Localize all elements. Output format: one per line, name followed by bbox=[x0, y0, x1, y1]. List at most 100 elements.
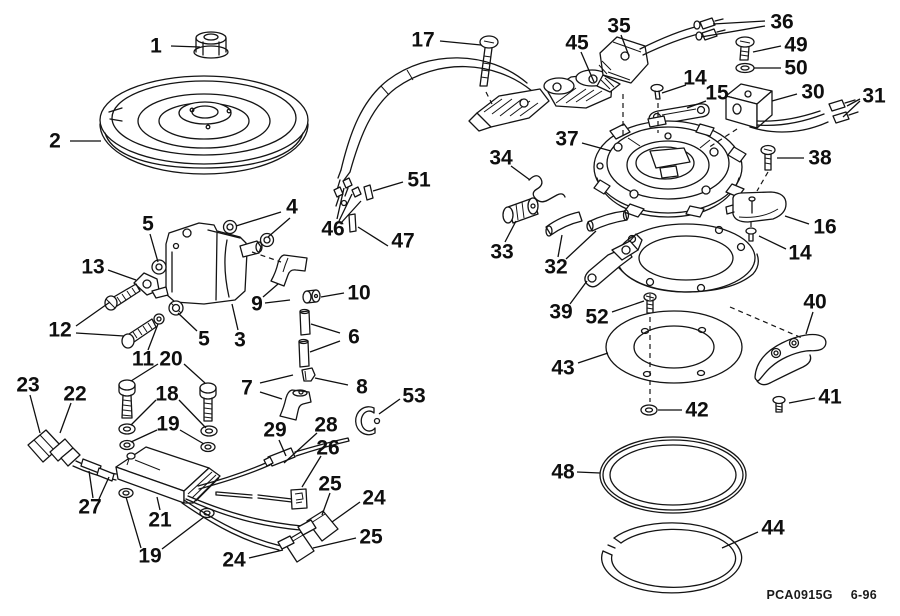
callout-19-45: 19 bbox=[156, 413, 179, 436]
callout-26-53: 26 bbox=[316, 437, 339, 460]
retainer-plate-drawing bbox=[605, 292, 743, 416]
callout-44-57: 44 bbox=[761, 517, 785, 540]
ignition-coil-drawing bbox=[165, 222, 263, 305]
leader-line-44 bbox=[721, 531, 759, 549]
leader-line-46 bbox=[338, 193, 353, 222]
assembly-dashed-lines bbox=[251, 91, 803, 402]
callout-29-55: 29 bbox=[263, 419, 286, 442]
leader-line-18 bbox=[178, 399, 207, 429]
leader-line-30 bbox=[771, 93, 798, 102]
leader-line-10 bbox=[320, 292, 345, 298]
drawing-code: PCA0915G bbox=[766, 588, 833, 602]
callout-24-51: 24 bbox=[362, 487, 386, 510]
leader-line-14 bbox=[758, 235, 787, 250]
leader-line-49 bbox=[752, 45, 782, 53]
callout-5-29: 5 bbox=[142, 213, 154, 236]
leader-line-8 bbox=[314, 377, 349, 386]
power-pack-drawing bbox=[115, 446, 221, 504]
callout-33-19: 33 bbox=[490, 241, 513, 264]
leader-line-6 bbox=[310, 323, 341, 334]
timer-screw-drawing bbox=[479, 35, 499, 87]
callout-51-15: 51 bbox=[407, 169, 431, 192]
leader-line-29 bbox=[278, 439, 287, 457]
callout-37-13: 37 bbox=[555, 128, 578, 151]
callout-23-42: 23 bbox=[16, 374, 39, 397]
leader-line-11 bbox=[147, 323, 159, 351]
callout-43-23: 43 bbox=[551, 357, 574, 380]
leader-line-5 bbox=[149, 233, 159, 263]
callout-45-3: 45 bbox=[565, 32, 589, 55]
callout-32-20: 32 bbox=[544, 256, 567, 279]
callout-21-47: 21 bbox=[148, 509, 172, 532]
leader-line-13 bbox=[107, 269, 137, 281]
callout-1-0: 1 bbox=[150, 35, 162, 58]
callout-18-44: 18 bbox=[155, 383, 179, 406]
leader-line-24 bbox=[248, 549, 284, 559]
coil-washers-drawing bbox=[151, 219, 275, 325]
leader-line-9 bbox=[262, 283, 279, 298]
leader-line-53 bbox=[378, 398, 401, 415]
callout-36-5: 36 bbox=[770, 11, 793, 34]
leader-line-48 bbox=[576, 471, 601, 474]
flywheel-nut-drawing bbox=[193, 31, 229, 59]
leader-line-34 bbox=[510, 165, 531, 181]
leader-line-32 bbox=[557, 234, 563, 258]
wire-harness-drawing bbox=[333, 57, 533, 233]
callout-42-24: 42 bbox=[685, 399, 708, 422]
leader-line-36 bbox=[712, 20, 766, 25]
leader-line-24 bbox=[331, 501, 361, 523]
leader-line-18 bbox=[130, 399, 157, 426]
leader-line-5 bbox=[177, 312, 198, 332]
leader-line-40 bbox=[805, 311, 814, 335]
spark-plug-wire-parts-drawing bbox=[270, 254, 381, 436]
leader-line-15 bbox=[686, 100, 707, 109]
leader-line-20 bbox=[130, 363, 159, 382]
callout-7-40: 7 bbox=[241, 377, 253, 400]
leader-line-6 bbox=[309, 340, 341, 353]
callout-12-31: 12 bbox=[48, 319, 71, 342]
callout-16-27: 16 bbox=[813, 216, 836, 239]
leader-line-4 bbox=[235, 211, 282, 227]
callout-22-43: 22 bbox=[63, 383, 86, 406]
callout-30-10: 30 bbox=[801, 81, 824, 104]
leader-line-26 bbox=[301, 455, 322, 488]
leader-line-16 bbox=[784, 215, 810, 225]
callout-2-1: 2 bbox=[49, 130, 61, 153]
leader-line-41 bbox=[788, 397, 816, 404]
leader-line-14 bbox=[661, 84, 687, 94]
callout-35-4: 35 bbox=[607, 15, 631, 38]
callout-39-21: 39 bbox=[549, 301, 572, 324]
callout-24-49: 24 bbox=[222, 549, 246, 572]
leader-line-39 bbox=[569, 280, 588, 305]
power-pack-leads-drawing bbox=[181, 437, 350, 563]
leader-line-4 bbox=[267, 217, 291, 238]
leader-line-51 bbox=[372, 181, 404, 192]
leader-line-46 bbox=[336, 187, 345, 220]
leader-line-32 bbox=[565, 230, 597, 260]
leader-line-25 bbox=[312, 537, 357, 549]
callout-50-7: 50 bbox=[784, 57, 807, 80]
callout-19-48: 19 bbox=[138, 545, 161, 568]
callout-47-17: 47 bbox=[391, 230, 414, 253]
leader-line-7 bbox=[259, 391, 283, 400]
callout-41-26: 41 bbox=[818, 386, 842, 409]
callout-49-6: 49 bbox=[784, 34, 807, 57]
callout-48-56: 48 bbox=[551, 461, 575, 484]
flywheel-drawing bbox=[99, 75, 309, 175]
callout-13-30: 13 bbox=[81, 256, 104, 279]
leader-line-36 bbox=[700, 25, 766, 38]
leader-line-22 bbox=[59, 402, 72, 434]
leader-line-25 bbox=[321, 492, 331, 516]
callout-46-16: 46 bbox=[321, 218, 344, 241]
trigger-ring-drawing bbox=[584, 223, 759, 293]
callout-34-14: 34 bbox=[489, 147, 513, 170]
callout-14-8: 14 bbox=[683, 67, 707, 90]
leader-line-27 bbox=[88, 470, 94, 499]
coil-clamp-screws-drawing bbox=[104, 272, 169, 349]
callout-11-32: 11 bbox=[132, 348, 155, 371]
callout-31-11: 31 bbox=[862, 85, 886, 108]
callout-10-37: 10 bbox=[347, 282, 370, 305]
callout-4-18: 4 bbox=[286, 196, 298, 219]
